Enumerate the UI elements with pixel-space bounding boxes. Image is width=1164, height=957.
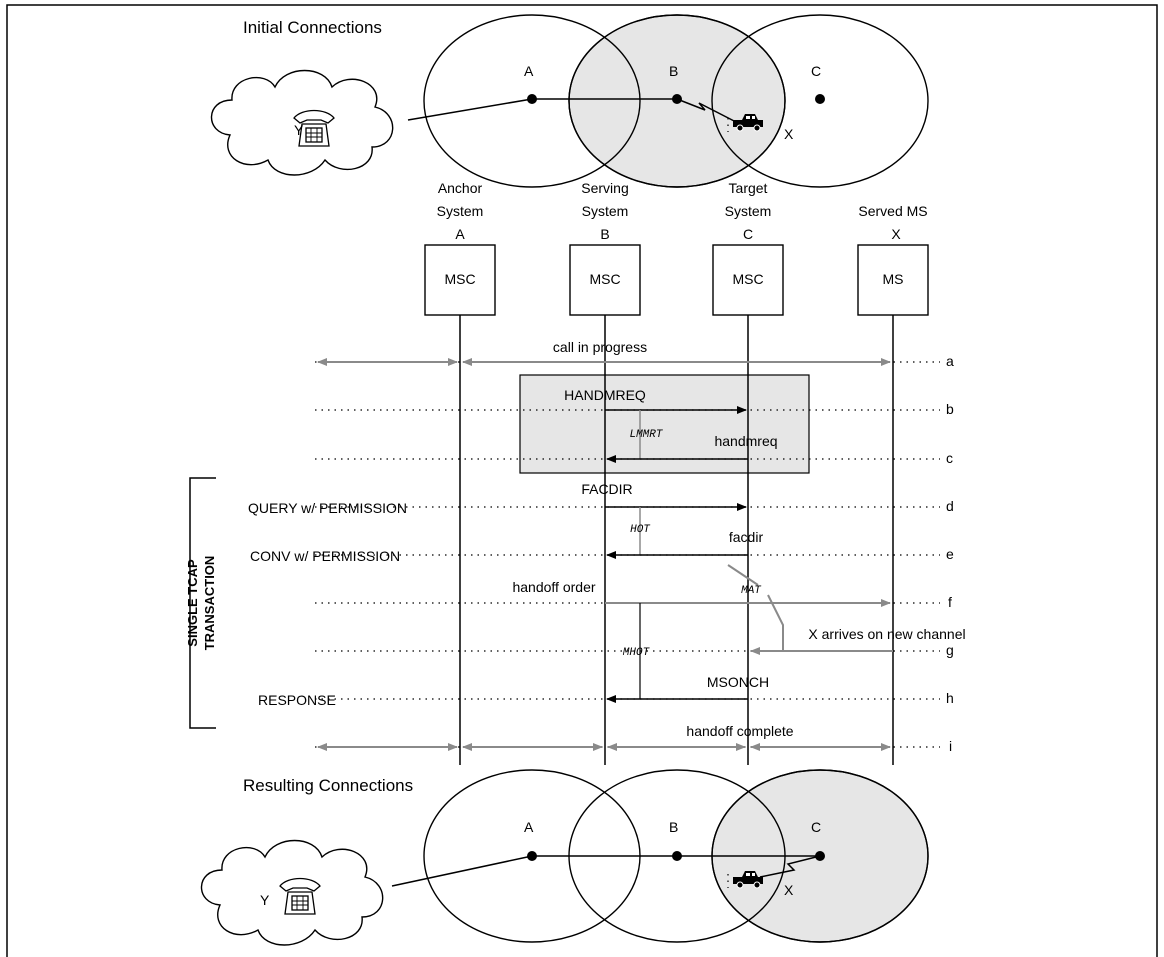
radio-link-c-to-x [759, 855, 821, 878]
msc-box-serving-label: MSC [589, 271, 620, 287]
cell-a-label: A [524, 63, 534, 79]
intersystem-handoff-measurement-box [519, 374, 810, 474]
mobile-x-label: X [784, 126, 794, 142]
anchor-line3: A [455, 226, 465, 242]
row-letter: c [946, 450, 953, 466]
row-letter: h [946, 690, 954, 706]
trunk-y-to-a-result [391, 855, 533, 887]
anchor-line2: System [437, 203, 484, 219]
cell-c-initial [711, 14, 929, 188]
msg-handmreq-return: handmreq [606, 433, 778, 463]
target-line3: C [743, 226, 753, 242]
msg-handoff-order: handoff order [512, 579, 891, 607]
anchor-line1: Anchor [438, 180, 483, 196]
msg-facdir-return: facdir [606, 529, 764, 559]
query-permission-label: QUERY w/ PERMISSION [248, 500, 407, 516]
single-tcap-bracket [189, 477, 216, 729]
single-tcap-line1: SINGLE TCAP [185, 559, 200, 647]
trunk-y-to-a [407, 98, 533, 121]
served-ms-line2: Served MS [858, 203, 927, 219]
timer-hot: HOT [630, 507, 651, 555]
node-boxes: MSC MSC MSC MS [424, 244, 929, 316]
cell-c-label: C [811, 63, 821, 79]
mobile-x-result-label: X [784, 882, 794, 898]
msg-handoff-complete: handoff complete [317, 723, 891, 751]
cell-a-initial [423, 14, 641, 188]
call-in-progress-label: call in progress [553, 339, 647, 355]
timer-mhot: MHOT [623, 603, 651, 699]
radio-link-b-to-x [676, 98, 739, 124]
resulting-connections-title: Resulting Connections [243, 776, 413, 795]
column-headers: Anchor System A Serving System B Target … [437, 180, 928, 242]
msg-call-in-progress: call in progress [317, 339, 891, 366]
row-letter: b [946, 401, 954, 417]
serving-line3: B [600, 226, 609, 242]
party-y-label: Y [294, 122, 304, 138]
msc-box-target-label: MSC [732, 271, 763, 287]
serving-line1: Serving [581, 180, 628, 196]
msg-facdir: FACDIR [581, 481, 747, 511]
facdir-return-label: facdir [729, 529, 764, 545]
x-arrives-label: X arrives on new channel [808, 626, 965, 642]
served-ms-line3: X [891, 226, 901, 242]
msg-handmreq: HANDMREQ [564, 387, 747, 414]
msc-c-node [815, 94, 825, 104]
response-label: RESPONSE [258, 692, 336, 708]
msg-x-arrives: X arrives on new channel [750, 626, 966, 655]
initial-cell-map: A B C X Y [210, 14, 929, 188]
cell-a-result-label: A [524, 819, 534, 835]
row-letter: a [946, 353, 954, 369]
msc-box-serving [569, 244, 641, 316]
msg-msonch: MSONCH [606, 674, 769, 703]
cell-c-result-label: C [811, 819, 821, 835]
msonch-label: MSONCH [707, 674, 769, 690]
page-frame [6, 4, 1158, 957]
row-letter: d [946, 498, 954, 514]
handoff-order-label: handoff order [512, 579, 595, 595]
timer-mat: MAT [727, 564, 784, 651]
single-tcap-line2: TRANSACTION [202, 556, 217, 651]
handoff-complete-label: handoff complete [686, 723, 793, 739]
target-line2: System [725, 203, 772, 219]
handmreq-return-label: handmreq [714, 433, 777, 449]
hot-label: HOT [630, 524, 651, 536]
mat-label: MAT [741, 585, 762, 597]
msc-box-anchor [424, 244, 496, 316]
row-letter: g [946, 642, 954, 658]
ms-box-label: MS [883, 271, 904, 287]
initial-connections-title: Initial Connections [243, 18, 382, 37]
row-letters: a b c d e f g h i [946, 353, 954, 754]
cell-b-label: B [669, 63, 678, 79]
conv-permission-label: CONV w/ PERMISSION [250, 548, 400, 564]
msc-box-target [712, 244, 784, 316]
row-letter: f [948, 594, 952, 610]
target-line1: Target [729, 180, 768, 196]
lmmrt-label: LMMRT [629, 429, 663, 441]
cell-b-result-label: B [669, 819, 678, 835]
facdir-label: FACDIR [581, 481, 632, 497]
msc-box-anchor-label: MSC [444, 271, 475, 287]
resulting-cell-map: A B C X Y [200, 769, 929, 946]
row-letter: i [949, 738, 952, 754]
cell-b-initial [568, 14, 786, 188]
timer-lmmrt: LMMRT [629, 410, 664, 459]
handmreq-label: HANDMREQ [564, 387, 646, 403]
ms-box [857, 244, 929, 316]
mhot-label: MHOT [623, 647, 651, 659]
row-letter: e [946, 546, 954, 562]
party-y-result-label: Y [260, 892, 270, 908]
serving-line2: System [582, 203, 629, 219]
